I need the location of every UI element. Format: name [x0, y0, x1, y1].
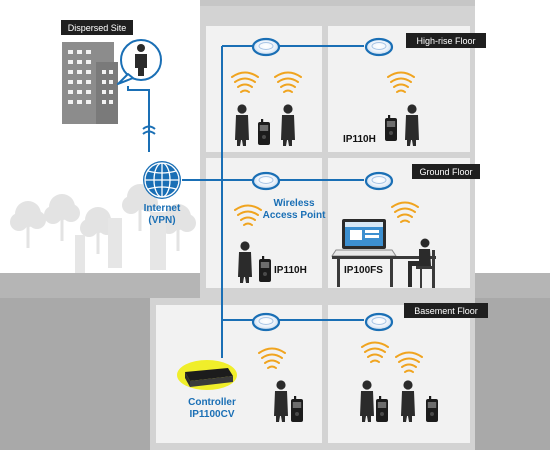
- label-basement-floor: Basement Floor: [404, 303, 488, 318]
- handheld-radio-icon: [385, 115, 397, 141]
- handheld-radio-icon: [259, 256, 271, 282]
- background-trees: [10, 184, 196, 273]
- svg-text:Ground Floor: Ground Floor: [419, 167, 472, 177]
- handheld-radio-icon: [426, 396, 438, 422]
- ip110h-ground-label: IP110H: [274, 265, 307, 276]
- label-ground-floor: Ground Floor: [412, 164, 480, 179]
- handheld-radio-icon: [291, 396, 303, 422]
- controller-label: Controller: [188, 397, 236, 408]
- ip110h-high-label: IP110H: [343, 134, 376, 145]
- ip100fs-label: IP100FS: [344, 265, 383, 276]
- controller-model-label: IP1100CV: [189, 409, 234, 420]
- svg-text:Basement Floor: Basement Floor: [414, 306, 478, 316]
- handheld-radio-icon: [258, 119, 270, 145]
- desk-chair-icon: [332, 238, 436, 288]
- access-point-icon: [364, 312, 394, 332]
- access-point-icon: [251, 171, 281, 191]
- label-high-rise-floor: High-rise Floor: [406, 33, 486, 48]
- controller-icon: [177, 360, 237, 390]
- wireless-label: Wireless: [273, 198, 314, 209]
- laptop-icon: [331, 219, 397, 257]
- access-point-icon: [251, 312, 281, 332]
- svg-text:Dispersed Site: Dispersed Site: [68, 23, 127, 33]
- vpn-label: (VPN): [148, 215, 175, 226]
- access-point-icon: [364, 171, 394, 191]
- access-point-icon: [251, 37, 281, 57]
- remote-user-bubble: [117, 39, 162, 85]
- office-building-icon: [62, 42, 118, 124]
- label-dispersed-site: Dispersed Site: [61, 20, 133, 35]
- globe-icon: [143, 161, 181, 199]
- internet-label: Internet: [144, 203, 181, 214]
- svg-text:High-rise Floor: High-rise Floor: [416, 36, 475, 46]
- access-point-label: Access Point: [263, 210, 326, 221]
- access-point-icon: [364, 37, 394, 57]
- handheld-radio-icon: [376, 396, 388, 422]
